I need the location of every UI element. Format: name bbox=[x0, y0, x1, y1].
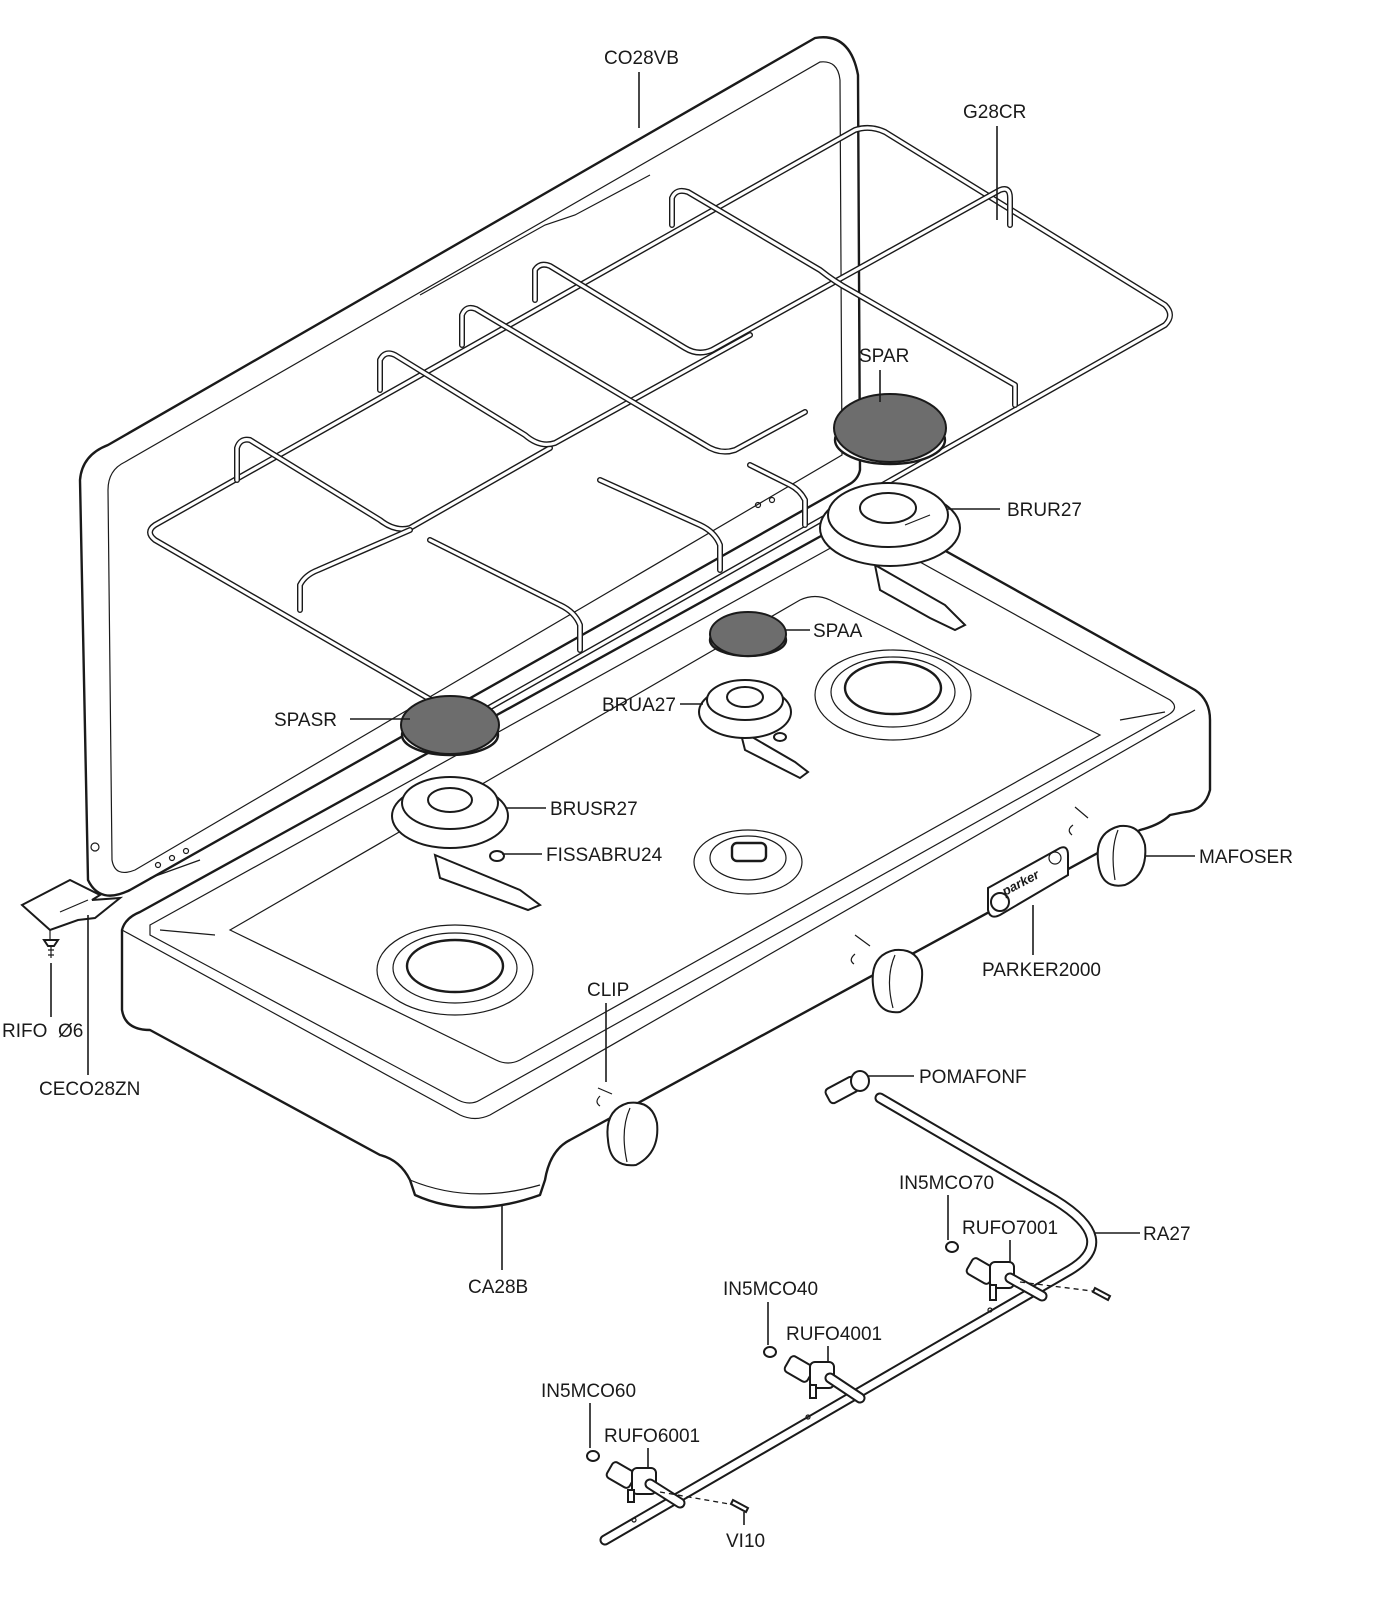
grate bbox=[147, 124, 1173, 719]
tap-70 bbox=[965, 1257, 1048, 1302]
label-ra27: RA27 bbox=[1143, 1224, 1191, 1245]
label-ceco28zn: CECO28ZN bbox=[39, 1079, 140, 1100]
label-rufo6001: RUFO6001 bbox=[604, 1426, 700, 1447]
label-pomafonf: POMAFONF bbox=[919, 1067, 1027, 1088]
label-brusr27: BRUSR27 bbox=[550, 799, 638, 820]
label-rufo7001: RUFO7001 bbox=[962, 1218, 1058, 1239]
hob-burner-ring-right bbox=[814, 649, 972, 741]
label-clip: CLIP bbox=[587, 980, 629, 1001]
hob-burner-ring-center bbox=[693, 829, 803, 895]
label-g28cr: G28CR bbox=[963, 102, 1026, 123]
label-co28vb: CO28VB bbox=[604, 48, 679, 69]
cap-aux bbox=[708, 611, 788, 658]
label-in5mco40: IN5MCO40 bbox=[723, 1279, 818, 1300]
cap-semi bbox=[400, 695, 500, 757]
label-spasr: SPASR bbox=[274, 710, 337, 731]
label-mafoser: MAFOSER bbox=[1199, 847, 1293, 868]
label-spaa: SPAA bbox=[813, 621, 863, 642]
leader-lines bbox=[50, 72, 1195, 1525]
label-vi10: VI10 bbox=[726, 1531, 765, 1552]
label-spar: SPAR bbox=[859, 346, 909, 367]
burner-aux bbox=[698, 679, 810, 780]
label-fissabru24: FISSABRU24 bbox=[546, 845, 663, 866]
parker-badge: parker bbox=[987, 846, 1069, 918]
hose-fitting bbox=[824, 1070, 870, 1105]
label-ca28b: CA28B bbox=[468, 1277, 528, 1298]
label-brur27: BRUR27 bbox=[1007, 500, 1082, 521]
cap-large bbox=[833, 393, 947, 466]
burner-large bbox=[819, 482, 967, 632]
lid bbox=[78, 36, 862, 897]
knob-left bbox=[606, 1101, 659, 1167]
body-screws bbox=[596, 806, 1089, 1107]
burner-semi bbox=[391, 776, 542, 912]
label-rifo: RIFO Ø6 bbox=[2, 1021, 83, 1042]
label-rufo4001: RUFO4001 bbox=[786, 1324, 882, 1345]
injectors bbox=[586, 1241, 959, 1462]
knob-center bbox=[871, 948, 924, 1014]
label-in5mco70: IN5MCO70 bbox=[899, 1173, 994, 1194]
hob-burner-ring-front bbox=[376, 924, 534, 1016]
hinge-bracket bbox=[20, 878, 124, 945]
tap-60 bbox=[605, 1461, 686, 1509]
label-in5mco60: IN5MCO60 bbox=[541, 1381, 636, 1402]
manifold-pipe bbox=[599, 1092, 1098, 1546]
knob-right bbox=[1096, 824, 1147, 887]
label-brua27: BRUA27 bbox=[602, 695, 676, 716]
rivet bbox=[42, 939, 60, 958]
tap-40 bbox=[783, 1355, 866, 1404]
labels: CO28VB G28CR SPAR BRUR27 SPAA BRUA27 SPA… bbox=[2, 48, 1293, 1552]
manifold-screws bbox=[631, 1281, 1112, 1523]
label-parker2000: PARKER2000 bbox=[982, 960, 1101, 981]
